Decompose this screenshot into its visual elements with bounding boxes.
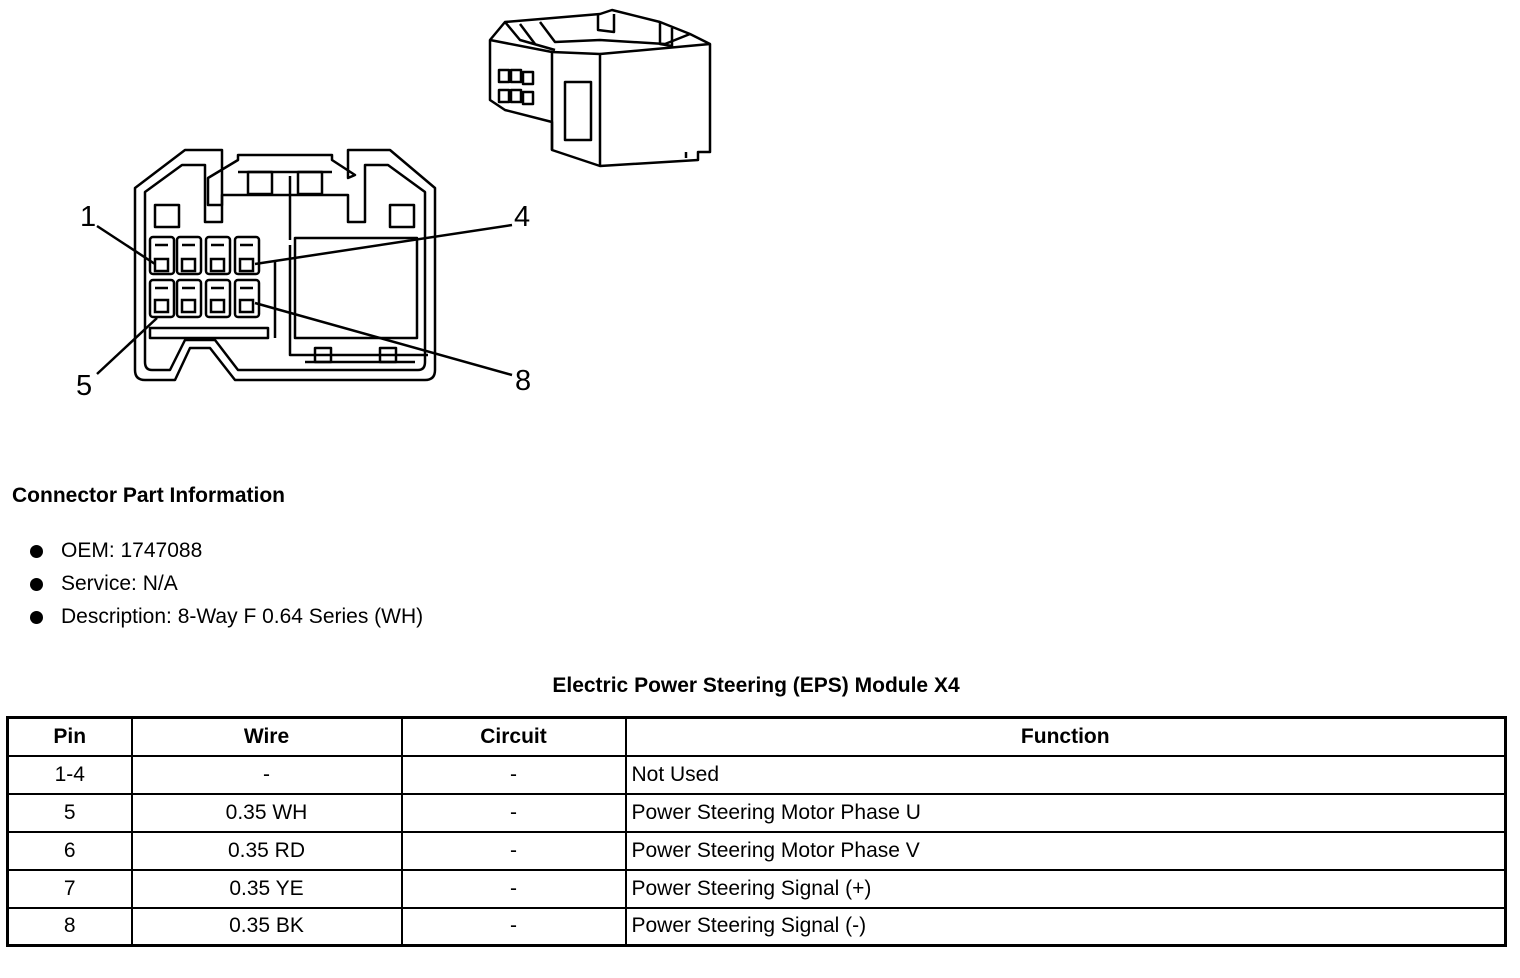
table-row: 1-4 - - Not Used <box>6 754 1507 795</box>
pin-cavity-row-bottom <box>148 278 261 319</box>
part-info-heading: Connector Part Information <box>12 484 286 507</box>
cell-pin: 6 <box>6 830 133 871</box>
cell-pin: 1-4 <box>6 754 133 795</box>
cell-pin: 7 <box>6 868 133 909</box>
cell-pin: 5 <box>6 792 133 833</box>
cell-function: Power Steering Signal (+) <box>624 868 1507 909</box>
cell-circuit: - <box>400 754 627 795</box>
cell-pin: 8 <box>6 906 133 947</box>
pin-cavity-row-top <box>148 235 261 276</box>
bullet-icon <box>30 545 43 558</box>
table-header-row: Pin Wire Circuit Function <box>6 716 1507 757</box>
header-pin: Pin <box>6 716 133 757</box>
pinout-table: Pin Wire Circuit Function 1-4 - - Not Us… <box>6 716 1507 947</box>
pin-label-4: 4 <box>514 201 531 233</box>
part-info-item: Service: N/A <box>30 569 423 602</box>
connector-illustration: 1 4 5 8 <box>0 0 760 420</box>
pin-label-1: 1 <box>80 201 97 233</box>
cell-function: Power Steering Motor Phase U <box>624 792 1507 833</box>
table-row: 5 0.35 WH - Power Steering Motor Phase U <box>6 792 1507 833</box>
part-info-description: Description: 8-Way F 0.64 Series (WH) <box>61 605 424 628</box>
connector-isometric-view <box>488 8 712 168</box>
connector-drawing <box>96 8 712 382</box>
table-row: 7 0.35 YE - Power Steering Signal (+) <box>6 868 1507 909</box>
table-row: 6 0.35 RD - Power Steering Motor Phase V <box>6 830 1507 871</box>
cell-wire: - <box>130 754 403 795</box>
pin-cavities <box>148 235 261 319</box>
header-function: Function <box>624 716 1507 757</box>
cell-circuit: - <box>400 792 627 833</box>
cell-circuit: - <box>400 906 627 947</box>
cell-function: Power Steering Motor Phase V <box>624 830 1507 871</box>
connector-face-view <box>133 148 437 382</box>
table-row: 8 0.35 BK - Power Steering Signal (-) <box>6 906 1507 947</box>
cell-circuit: - <box>400 868 627 909</box>
part-info-service: Service: N/A <box>61 572 178 595</box>
leader-lines <box>96 223 513 377</box>
cell-wire: 0.35 WH <box>130 792 403 833</box>
pin-label-5: 5 <box>76 370 93 402</box>
cell-wire: 0.35 YE <box>130 868 403 909</box>
header-wire: Wire <box>130 716 403 757</box>
table-title: Electric Power Steering (EPS) Module X4 <box>552 674 960 697</box>
part-info-item: OEM: 1747088 <box>30 536 423 569</box>
cell-wire: 0.35 RD <box>130 830 403 871</box>
cell-function: Power Steering Signal (-) <box>624 906 1507 947</box>
header-circuit: Circuit <box>400 716 627 757</box>
bullet-icon <box>30 578 43 591</box>
cell-circuit: - <box>400 830 627 871</box>
pin-label-8: 8 <box>515 365 532 397</box>
cell-wire: 0.35 BK <box>130 906 403 947</box>
part-info-item: Description: 8-Way F 0.64 Series (WH) <box>30 602 423 635</box>
bullet-icon <box>30 611 43 624</box>
part-info-oem: OEM: 1747088 <box>61 539 203 562</box>
part-info-list: OEM: 1747088 Service: N/A Description: 8… <box>30 536 423 635</box>
cell-function: Not Used <box>624 754 1507 795</box>
